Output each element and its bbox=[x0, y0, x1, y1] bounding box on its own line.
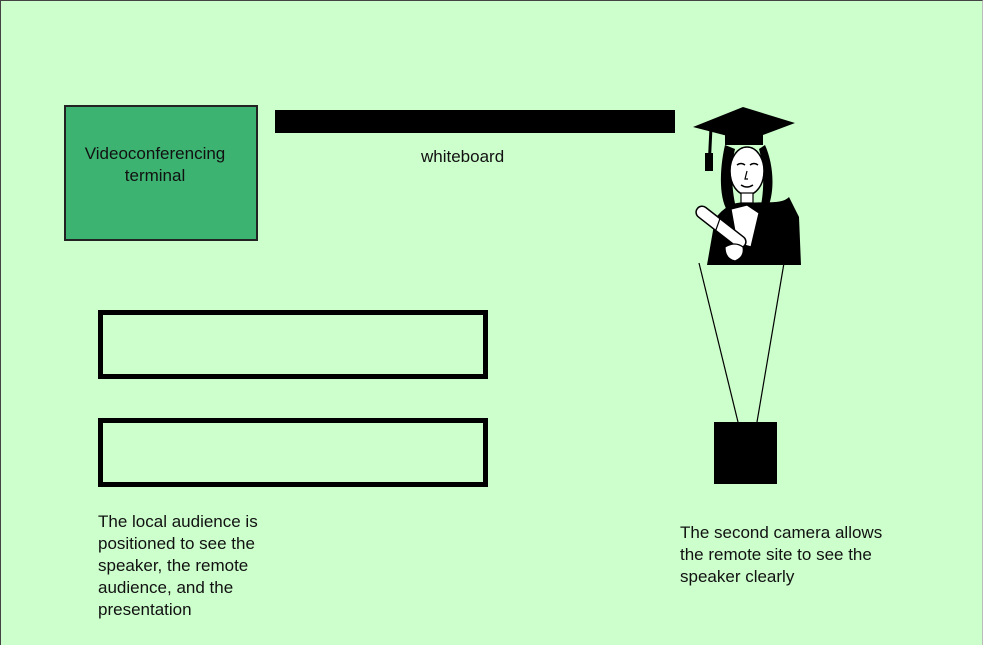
view-line-right bbox=[756, 262, 785, 423]
second-camera bbox=[714, 422, 777, 484]
audience-seating-row-2 bbox=[98, 418, 488, 487]
camera-caption: The second camera allows the remote site… bbox=[680, 523, 883, 586]
audience-caption: The local audience is positioned to see … bbox=[98, 512, 258, 619]
terminal-label: Videoconferencing terminal bbox=[84, 144, 226, 185]
whiteboard-label: whiteboard bbox=[421, 147, 505, 166]
audience-seating-row-1 bbox=[98, 310, 488, 379]
graduate-figure-icon bbox=[693, 107, 801, 265]
view-line-left bbox=[698, 262, 739, 423]
whiteboard bbox=[275, 110, 675, 133]
videoconferencing-terminal: Videoconferencing terminal bbox=[64, 105, 258, 241]
